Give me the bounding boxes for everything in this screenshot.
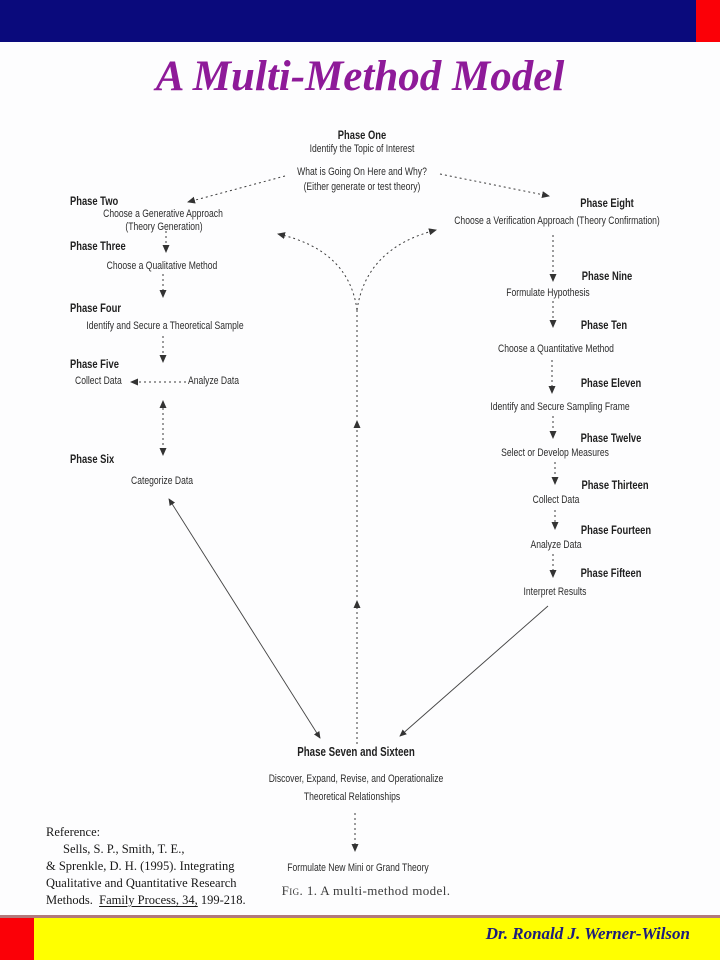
reference-line-4: Qualitative and Quantitative Research: [46, 876, 237, 890]
phase-ten-step: Choose a Quantitative Method: [498, 343, 614, 355]
phase-thirteen-title: Phase Thirteen: [581, 478, 649, 492]
phase-one-title: Phase One: [337, 128, 387, 142]
phase-one-step: Identify the Topic of Interest: [309, 143, 415, 155]
phase-five-title: Phase Five: [70, 357, 119, 371]
phase-fifteen-title: Phase Fifteen: [580, 566, 642, 580]
phase-eleven-title: Phase Eleven: [580, 376, 642, 390]
phase-eight-step: Choose a Verification Approach (Theory C…: [454, 215, 660, 227]
phase-twelve-step: Select or Develop Measures: [501, 447, 609, 459]
phase-nine-title: Phase Nine: [581, 269, 633, 283]
arrow-phase1-to-phase2: [187, 175, 286, 204]
footer-credit: Dr. Ronald J. Werner-Wilson: [485, 924, 690, 943]
phase-three-title: Phase Three: [70, 239, 126, 253]
top-navy-bar: [0, 0, 696, 42]
footer-accent-line: [0, 915, 720, 918]
arrow-phase1-to-phase8: [439, 173, 550, 199]
phase-six-title: Phase Six: [70, 452, 115, 466]
top-right-red-accent: [696, 0, 720, 42]
phase-nine-step: Formulate Hypothesis: [506, 287, 590, 299]
phase-two-step: Choose a Generative Approach: [103, 208, 223, 220]
reference-line-3: & Sprenkle, D. H. (1995). Integrating: [46, 859, 235, 873]
phase-seven-sixteen-step1: Discover, Expand, Revise, and Operationa…: [268, 773, 444, 785]
center-curve-to-left-branch: [277, 232, 358, 311]
phase-seven-sixteen-step2: Theoretical Relationships: [303, 791, 401, 803]
phase-fifteen-step: Interpret Results: [523, 586, 587, 598]
final-step-label: Formulate New Mini or Grand Theory: [287, 862, 429, 874]
figure-caption-label: Fig. 1.: [281, 883, 318, 898]
reference-line-2: Sells, S. P., Smith, T. E.,: [63, 842, 185, 856]
phase-two-note: (Theory Generation): [125, 221, 203, 233]
phase-thirteen-step: Collect Data: [532, 494, 580, 506]
phase-eight-title: Phase Eight: [580, 196, 634, 210]
phase-four-title: Phase Four: [70, 301, 121, 315]
phase-one-note: (Either generate or test theory): [303, 181, 421, 193]
phase-six-step: Categorize Data: [130, 475, 194, 487]
phase-seven-sixteen-title: Phase Seven and Sixteen: [297, 745, 415, 759]
slide-title: A Multi-Method Model: [155, 53, 565, 100]
reference-journal: Family Process, 34,: [99, 893, 198, 907]
phase-eleven-step: Identify and Secure Sampling Frame: [490, 401, 630, 413]
footer-yellow-bar: [34, 918, 720, 960]
phase-fourteen-title: Phase Fourteen: [580, 523, 652, 537]
arrow-phase15-to-phase7: [399, 605, 549, 737]
phase-twelve-title: Phase Twelve: [580, 431, 642, 445]
phase-five-collect-data: Collect Data: [75, 375, 122, 387]
phase-ten-title: Phase Ten: [580, 318, 628, 332]
phase-five-analyze-data: Analyze Data: [188, 375, 240, 387]
center-curve-to-right-branch: [356, 228, 437, 311]
phase-three-step: Choose a Qualitative Method: [106, 260, 218, 272]
footer-left-red-accent: [0, 918, 34, 960]
phase-fourteen-step: Analyze Data: [530, 539, 582, 551]
phase-two-title: Phase Two: [70, 194, 119, 208]
reference-line-5: Methods. Family Process, 34, 199-218.: [46, 893, 246, 907]
phase-one-question: What is Going On Here and Why?: [297, 166, 427, 178]
phase-four-step: Identify and Secure a Theoretical Sample: [86, 320, 244, 332]
reference-heading: Reference:: [46, 825, 101, 839]
arrow-phase6-phase7-double: [168, 498, 321, 739]
figure-caption-text: A multi-method model.: [317, 883, 451, 898]
figure-caption: Fig. 1. A multi-method model.: [282, 883, 451, 899]
reference-block: Reference: Sells, S. P., Smith, T. E., &…: [46, 824, 246, 909]
